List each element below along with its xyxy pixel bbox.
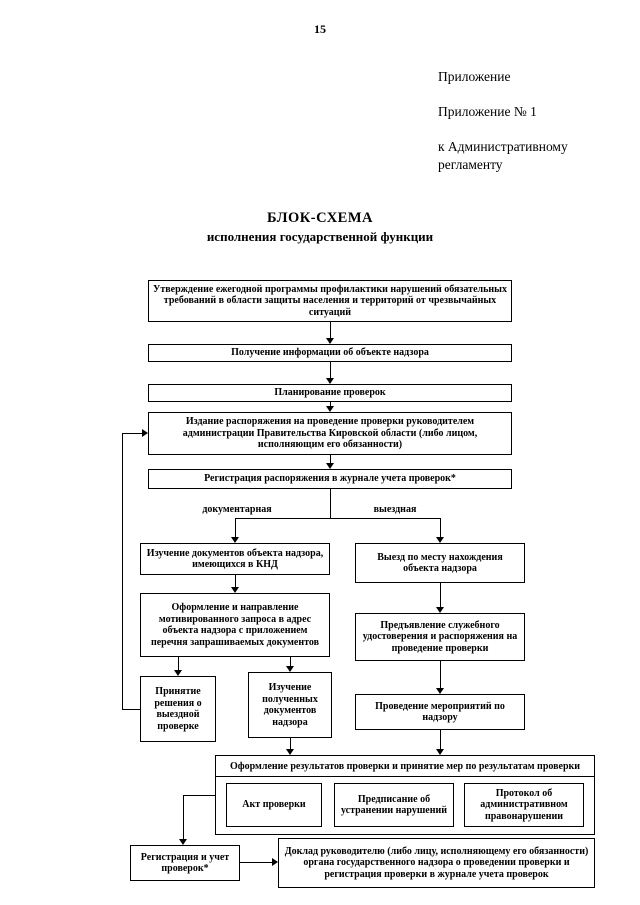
title-line-1: БЛОК-СХЕМА	[266, 210, 374, 226]
flow-arrowhead	[436, 537, 444, 543]
node-field-visit: Выезд по месту нахождения объекта надзор…	[355, 543, 525, 583]
flow-connector	[122, 709, 140, 710]
flow-connector	[178, 657, 179, 670]
flow-arrowhead	[436, 688, 444, 694]
flow-arrowhead	[286, 749, 294, 755]
flow-arrowhead	[326, 406, 334, 412]
flow-arrowhead	[142, 429, 148, 437]
flow-arrowhead	[436, 749, 444, 755]
node-show-credentials: Предъявление служебного удостоверения и …	[355, 613, 525, 661]
flow-connector	[330, 402, 331, 406]
document-title: БЛОК-СХЕМА исполнения государственной фу…	[0, 210, 640, 245]
annex-block: Приложение Приложение № 1 к Администрати…	[438, 68, 610, 191]
flow-arrowhead	[272, 858, 278, 866]
flow-arrowhead	[436, 607, 444, 613]
node-report: Доклад руководителю (либо лицу, исполняю…	[278, 838, 595, 888]
flow-connector	[290, 738, 291, 749]
annex-line-2: Приложение № 1	[438, 104, 537, 119]
annex-line-3: к Административному регламенту	[438, 139, 568, 172]
flow-connector	[440, 518, 441, 537]
flow-arrowhead	[231, 537, 239, 543]
flow-connector	[183, 795, 184, 839]
flow-connector	[330, 455, 331, 463]
flow-connector	[290, 657, 291, 666]
flow-arrowhead	[326, 463, 334, 469]
title-line-2: исполнения государственной функции	[206, 229, 434, 244]
flow-arrowhead	[326, 378, 334, 384]
flow-connector	[440, 730, 441, 749]
flow-arrowhead	[326, 338, 334, 344]
flow-connector	[235, 518, 440, 519]
flow-connector	[122, 434, 123, 710]
node-results-header: Оформление результатов проверки и принят…	[216, 756, 594, 777]
flow-arrowhead	[179, 839, 187, 845]
flow-connector	[330, 322, 331, 338]
flow-connector	[235, 518, 236, 537]
node-issue-order: Издание распоряжения на проведение прове…	[148, 412, 512, 455]
flow-connector	[240, 862, 272, 863]
node-prescription: Предписание об устранении нарушений	[334, 783, 454, 827]
flow-connector	[440, 661, 441, 688]
branch-label-field: выездная	[373, 504, 417, 515]
flow-arrowhead	[231, 587, 239, 593]
flow-connector	[183, 795, 215, 796]
flow-connector	[235, 575, 236, 587]
node-decide-field-check: Принятие решения о выездной проверке	[140, 676, 216, 742]
node-planning: Планирование проверок	[148, 384, 512, 402]
flow-connector	[330, 362, 331, 378]
flow-connector	[330, 489, 331, 518]
node-motivated-request: Оформление и направление мотивированного…	[140, 593, 330, 657]
node-approve-program: Утверждение ежегодной программы профилак…	[148, 280, 512, 322]
flow-arrowhead	[174, 670, 182, 676]
annex-line-1: Приложение	[438, 69, 511, 84]
branch-label-documentary: документарная	[202, 504, 272, 515]
page-number: 15	[314, 22, 326, 36]
node-study-documents: Изучение документов объекта надзора, име…	[140, 543, 330, 575]
flow-connector	[122, 433, 142, 434]
node-register-order: Регистрация распоряжения в журнале учета…	[148, 469, 512, 489]
node-study-received: Изучение полученных документов надзора	[248, 672, 332, 738]
node-act: Акт проверки	[226, 783, 322, 827]
node-register-checks: Регистрация и учет проверок*	[130, 845, 240, 881]
node-conduct-measures: Проведение мероприятий по надзору	[355, 694, 525, 730]
node-protocol: Протокол об административном правонаруше…	[464, 783, 584, 827]
flow-connector	[440, 583, 441, 607]
node-receive-info: Получение информации об объекте надзора	[148, 344, 512, 362]
flow-arrowhead	[286, 666, 294, 672]
